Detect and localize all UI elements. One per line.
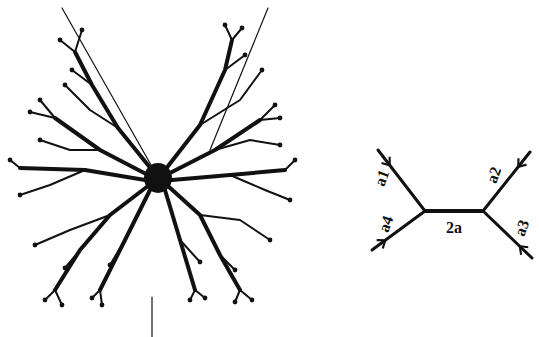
edge-length-label: a3 (510, 216, 533, 239)
branch-tip-dot (8, 158, 13, 163)
branch-tip-dot (260, 68, 265, 73)
branch-tip-dot (60, 303, 65, 308)
branch-tip-dot (278, 143, 283, 148)
edge-length-label: a2 (482, 163, 505, 186)
branch-tip-dot (18, 193, 23, 198)
branch-tip-dot (63, 83, 68, 88)
branch-tip-dot (240, 26, 245, 31)
branch-tip-dot (250, 298, 255, 303)
branch-tip-dot (38, 138, 43, 143)
branch-tip-dot (100, 303, 105, 308)
branch-tip-dot (203, 296, 208, 301)
branch-tip-dot (223, 23, 228, 28)
branch-tip-dot (43, 298, 48, 303)
branch-tip-dot (188, 298, 193, 303)
branch-tip-dot (28, 110, 33, 115)
branch-tip-dot (293, 158, 298, 163)
edge-length-label: a1 (370, 166, 393, 189)
branch-tip-dot (108, 263, 113, 268)
branch-tip-dot (70, 68, 75, 73)
branch-tip-dot (58, 38, 63, 43)
branch-tip-dot (268, 238, 273, 243)
branch-tip-dot (38, 98, 43, 103)
branch-tip-dot (198, 260, 203, 265)
branch-tip-dot (63, 266, 68, 271)
branch-tip-dot (278, 116, 283, 121)
branch-tip-dot (80, 28, 85, 33)
branch-tip-dot (33, 243, 38, 248)
branch-tip-dot (233, 268, 238, 273)
branch-tip-dot (273, 103, 278, 108)
branch-tip-dot (233, 300, 238, 305)
branch-tip-dot (90, 296, 95, 301)
branch-tip-dot (288, 198, 293, 203)
branch-tip-dot (243, 53, 248, 58)
edge-length-label: 2a (445, 219, 463, 237)
